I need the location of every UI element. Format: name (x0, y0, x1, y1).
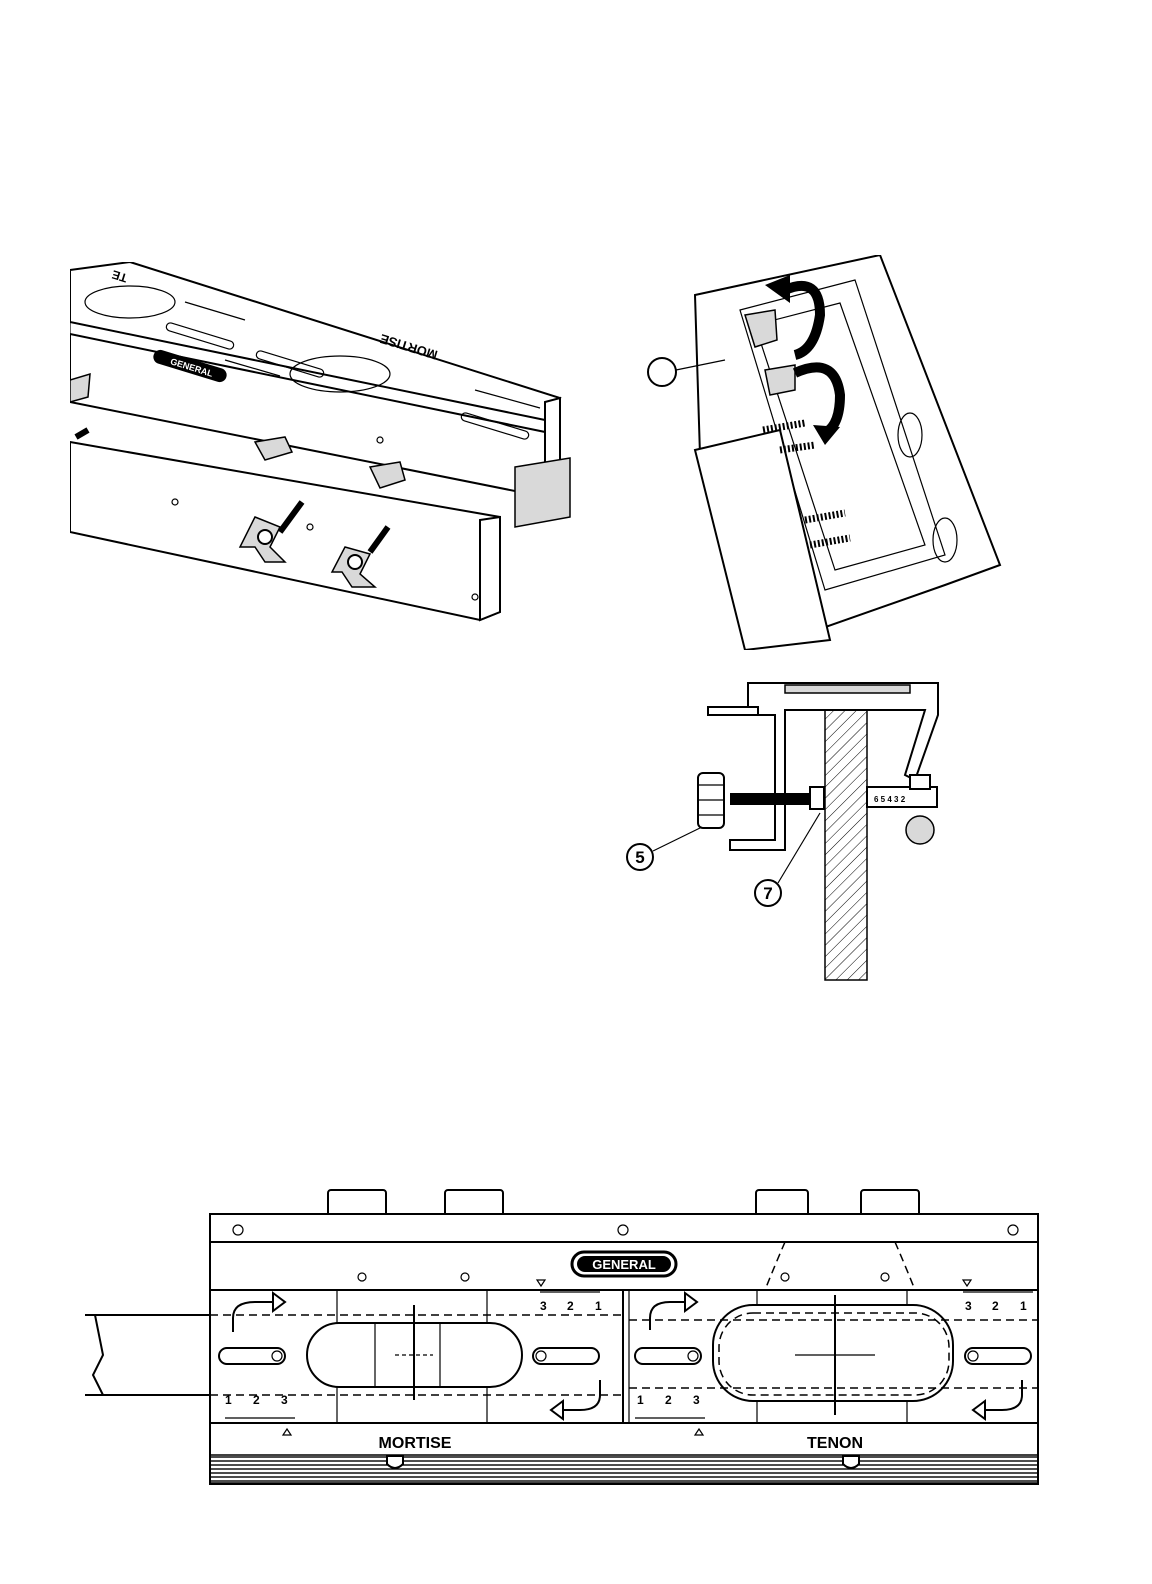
ruler-tick-label: 3 (965, 1299, 972, 1313)
slot-mid-right (635, 1348, 701, 1364)
scale-label: 6 5 4 3 2 (874, 795, 906, 804)
notch-left (387, 1456, 403, 1468)
ruler-tick-label: 1 (595, 1299, 602, 1313)
ruler-tick-label: 2 (992, 1299, 999, 1313)
ruler-tick-label: 1 (225, 1393, 232, 1407)
thumb-wheel (906, 816, 934, 844)
tenon-label: TENON (807, 1435, 863, 1452)
figure-jig-top-view: GENERAL 3 2 1 3 2 1 (85, 1180, 1045, 1495)
figure-jig-end (645, 255, 1010, 650)
ruler-tick-label: 1 (1020, 1299, 1027, 1313)
brand-label-top: GENERAL (592, 1257, 656, 1272)
callout-7-label: 7 (763, 884, 772, 903)
clamp-screw (730, 793, 810, 805)
figure-jig-perspective: GENERAL MORTISE TE (70, 262, 590, 632)
ruler-tick-label: 2 (567, 1299, 574, 1313)
notch-right (843, 1456, 859, 1468)
ruler-tick-label: 2 (253, 1393, 260, 1407)
mortise-label: MORTISE (379, 1435, 452, 1452)
workpiece (825, 705, 867, 980)
clip-1 (255, 437, 292, 460)
callout-circle (648, 358, 676, 386)
ruler-tick-label: 3 (540, 1299, 547, 1313)
stop-lower (765, 365, 795, 395)
ruler-tick-label: 1 (637, 1393, 644, 1407)
ruler-tick-label: 3 (693, 1393, 700, 1407)
slot-mid-left (533, 1348, 599, 1364)
ruler-tick-label: 3 (281, 1393, 288, 1407)
clip-2 (370, 462, 405, 488)
ruler-tick-label: 2 (665, 1393, 672, 1407)
slot-right (965, 1348, 1031, 1364)
callout-5-label: 5 (635, 848, 644, 867)
figure-clamp-section: 6 5 4 3 2 5 7 (620, 675, 960, 985)
slot-left (219, 1348, 285, 1364)
side-stop (515, 458, 570, 527)
left-tab (708, 707, 758, 715)
